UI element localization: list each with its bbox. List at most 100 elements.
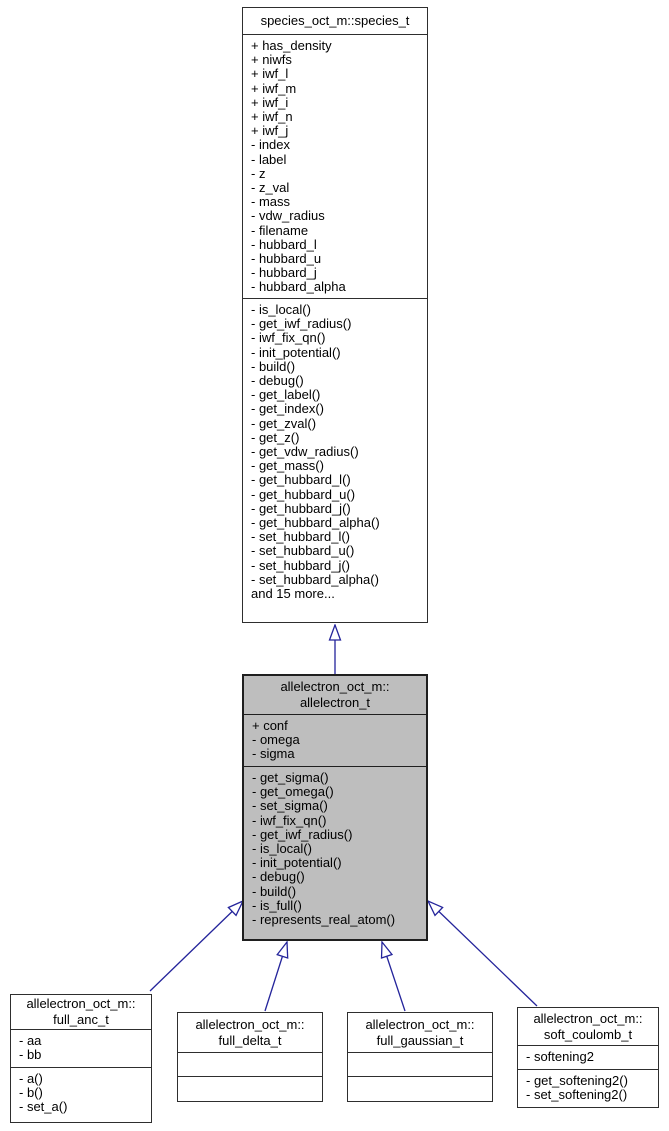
class-node-full-gaussian-t[interactable]: allelectron_oct_m::full_gaussian_t [347, 1012, 493, 1102]
member-row: - iwf_fix_qn() [251, 330, 326, 346]
member-row: - get_zval() [251, 415, 317, 431]
class-methods [348, 1077, 492, 1101]
class-title: allelectron_oct_m::full_anc_t [11, 995, 151, 1030]
member-row: - get_mass() [251, 458, 324, 474]
member-row: - softening2 [526, 1049, 594, 1064]
member-row: - get_z() [251, 429, 300, 445]
member-row: - init_potential() [251, 344, 341, 360]
member-row: - hubbard_j [251, 265, 317, 281]
edge-full-anc-to-allelectron [149, 901, 243, 992]
member-row: - set_softening2() [526, 1087, 628, 1103]
class-title-line: allelectron_t [299, 695, 371, 710]
class-attributes: - aa- bb [11, 1030, 151, 1068]
member-row: + has_density [251, 38, 332, 53]
member-row: - aa [19, 1033, 42, 1048]
class-title-line: full_delta_t [218, 1032, 282, 1048]
class-title-line: full_anc_t [53, 1012, 109, 1027]
class-title: allelectron_oct_m::allelectron_t [244, 676, 426, 715]
member-row: - set_hubbard_u() [251, 543, 355, 559]
member-row: - get_label() [251, 387, 321, 403]
class-title: species_oct_m::species_t [243, 8, 427, 35]
member-row: - get_omega() [252, 784, 334, 800]
class-title-line: allelectron_oct_m:: [280, 679, 390, 694]
class-methods: - get_softening2()- set_softening2() [518, 1070, 658, 1107]
class-title-line: allelectron_oct_m:: [365, 1016, 475, 1032]
class-title-line: allelectron_oct_m:: [533, 1010, 643, 1026]
member-row: - get_vdw_radius() [251, 444, 359, 460]
class-node-allelectron-t[interactable]: allelectron_oct_m::allelectron_t + conf-… [242, 674, 428, 941]
member-row: + niwfs [251, 52, 292, 68]
class-attributes: + has_density+ niwfs+ iwf_l+ iwf_m+ iwf_… [243, 35, 427, 299]
class-title-line: full_gaussian_t [376, 1032, 464, 1048]
class-attributes [348, 1053, 492, 1077]
member-row: - is_local() [252, 841, 312, 857]
member-row: - hubbard_alpha [251, 279, 346, 295]
member-row: and 15 more... [251, 586, 335, 602]
class-attributes: - softening2 [518, 1046, 658, 1070]
class-title: allelectron_oct_m::full_delta_t [178, 1013, 322, 1053]
member-row: - get_index() [251, 401, 324, 417]
member-row: - debug() [251, 373, 304, 389]
member-row: - debug() [252, 869, 305, 885]
member-row: - set_hubbard_l() [251, 529, 350, 545]
member-row: - get_sigma() [252, 770, 329, 785]
member-row: - bb [19, 1047, 42, 1063]
member-row: + conf [252, 718, 288, 733]
class-title-line: allelectron_oct_m:: [26, 996, 136, 1011]
member-row: - build() [252, 883, 297, 899]
member-row: - set_sigma() [252, 798, 328, 814]
member-row: - z_val [251, 180, 290, 196]
member-row: - get_iwf_radius() [251, 316, 352, 332]
class-methods [178, 1077, 322, 1101]
class-title: allelectron_oct_m::soft_coulomb_t [518, 1008, 658, 1046]
member-row: + iwf_n [251, 109, 293, 125]
class-attributes [178, 1053, 322, 1077]
member-row: - get_hubbard_l() [251, 472, 351, 488]
member-row: + iwf_l [251, 66, 289, 82]
member-row: - hubbard_u [251, 251, 322, 267]
member-row: - filename [251, 222, 309, 238]
class-node-full-delta-t[interactable]: allelectron_oct_m::full_delta_t [177, 1012, 323, 1102]
member-row: + iwf_j [251, 123, 289, 139]
class-methods: - get_sigma()- get_omega()- set_sigma()-… [244, 767, 426, 939]
class-title-line: soft_coulomb_t [543, 1026, 633, 1042]
member-row: - sigma [252, 746, 295, 762]
member-row: - set_a() [19, 1099, 68, 1115]
class-node-soft-coulomb-t[interactable]: allelectron_oct_m::soft_coulomb_t - soft… [517, 1007, 659, 1108]
member-row: - b() [19, 1085, 43, 1101]
member-row: - get_hubbard_u() [251, 486, 356, 502]
member-row: - get_softening2() [526, 1073, 628, 1088]
class-title-line: allelectron_oct_m:: [195, 1016, 305, 1032]
class-methods: - is_local()- get_iwf_radius()- iwf_fix_… [243, 299, 427, 622]
class-attributes: + conf- omega- sigma [244, 715, 426, 767]
member-row: - omega [252, 732, 300, 748]
member-row: - represents_real_atom() [252, 912, 396, 928]
class-title-line: species_oct_m::species_t [260, 13, 410, 28]
member-row: + iwf_m [251, 80, 297, 96]
member-row: - hubbard_l [251, 236, 317, 252]
member-row: - iwf_fix_qn() [252, 812, 327, 828]
member-row: - mass [251, 194, 290, 210]
class-node-full-anc-t[interactable]: allelectron_oct_m::full_anc_t - aa- bb -… [10, 994, 152, 1123]
class-title: allelectron_oct_m::full_gaussian_t [348, 1013, 492, 1053]
member-row: - get_iwf_radius() [252, 826, 353, 842]
member-row: - vdw_radius [251, 208, 325, 224]
member-row: - index [251, 137, 291, 153]
member-row: - build() [251, 358, 296, 374]
member-row: - is_local() [251, 302, 311, 317]
edge-full-gaussian-to-allelectron [382, 942, 406, 1012]
class-node-species-t[interactable]: species_oct_m::species_t + has_density+ … [242, 7, 428, 623]
member-row: - get_hubbard_alpha() [251, 515, 380, 531]
member-row: - init_potential() [252, 855, 342, 871]
member-row: - a() [19, 1071, 43, 1086]
member-row: - is_full() [252, 897, 302, 913]
member-row: - set_hubbard_alpha() [251, 571, 379, 587]
member-row: - get_hubbard_j() [251, 500, 351, 516]
class-methods: - a()- b()- set_a() [11, 1068, 151, 1122]
member-row: - z [251, 165, 266, 181]
edge-full-delta-to-allelectron [264, 942, 287, 1012]
edge-soft-coulomb-to-allelectron [428, 901, 538, 1007]
member-row: + iwf_i [251, 94, 289, 110]
